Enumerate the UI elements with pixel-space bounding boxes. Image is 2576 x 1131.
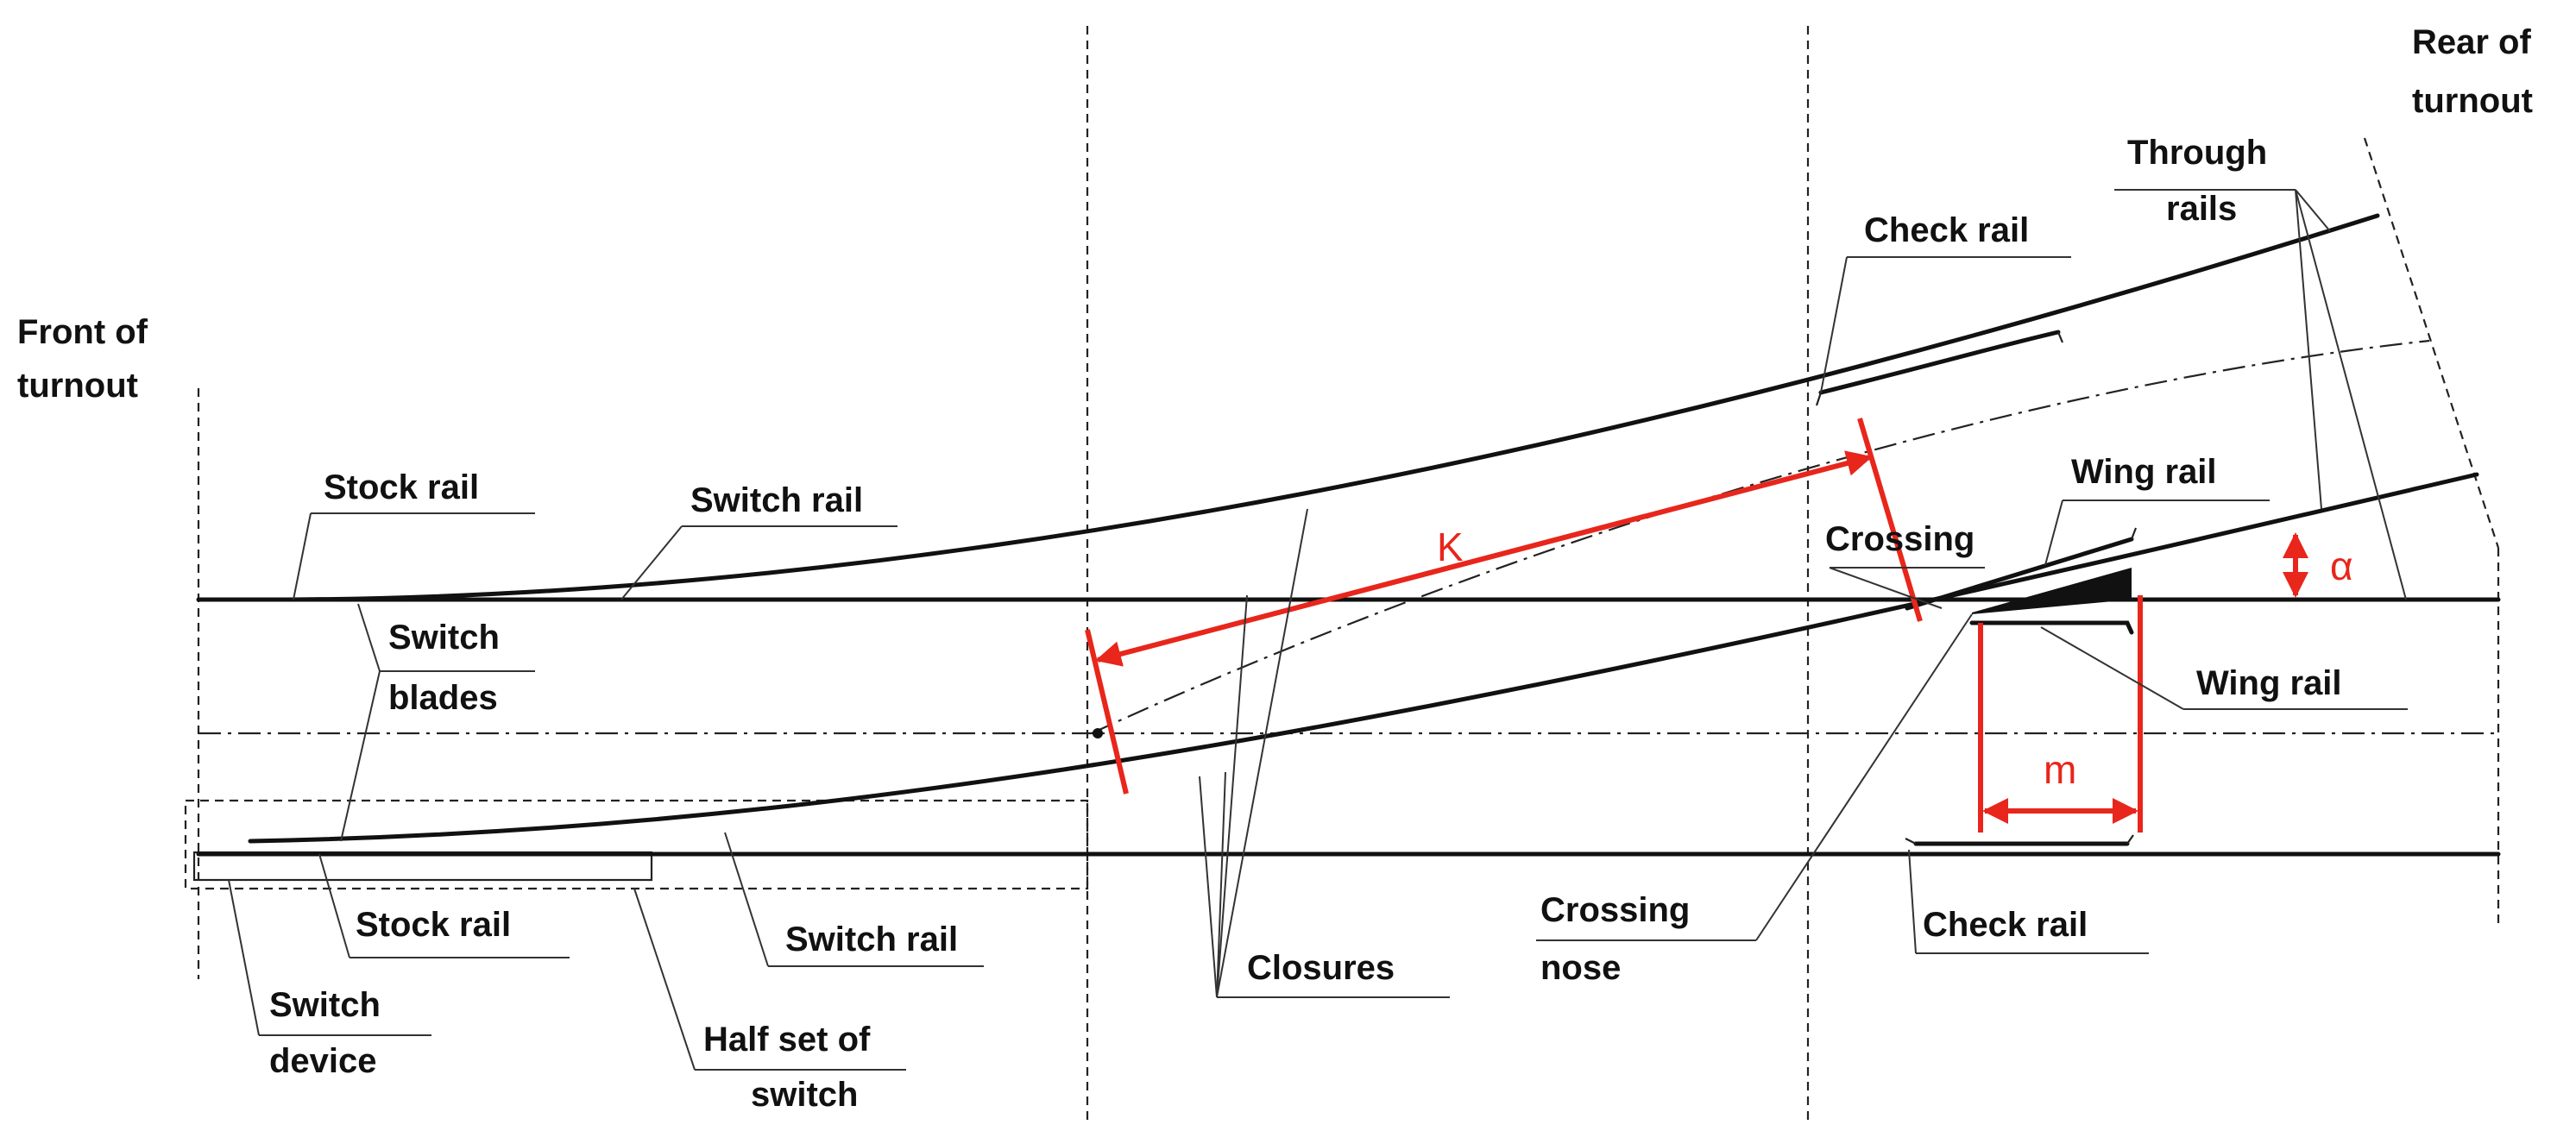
wing-rail-upper xyxy=(1905,537,2134,611)
closures-leader-2 xyxy=(1216,594,1248,998)
wing-rail-upper-flare xyxy=(2130,527,2138,540)
crossing-leader xyxy=(1829,567,1943,609)
k-dimension-line xyxy=(1095,450,1873,667)
dimensions: K m α xyxy=(1085,418,2353,833)
closures-leader-4 xyxy=(1216,771,1226,998)
closures-label: Closures xyxy=(1247,949,1395,987)
half-set-label-line1: Half set of xyxy=(703,1021,871,1059)
switch-device-label-line2: device xyxy=(269,1042,377,1080)
check-rail-top-leader xyxy=(1820,256,1848,393)
rails xyxy=(196,213,2501,857)
through-rails-label-line1: Through xyxy=(2127,134,2267,172)
m-label: m xyxy=(2044,747,2076,792)
half-set-label-line2: switch xyxy=(751,1076,858,1114)
half-set-of-switch-outline xyxy=(184,799,1089,890)
closures-leader-3 xyxy=(1199,776,1218,998)
front-of-turnout-label-line1: Front of xyxy=(17,313,148,351)
lower-switch-rail-through-rail xyxy=(248,472,2479,844)
stock-rail-top-label: Stock rail xyxy=(324,468,479,506)
check-rail-lower-flare-right xyxy=(2126,834,2134,845)
crossing-nose-leader xyxy=(1755,613,1973,941)
front-of-turnout-label-line2: turnout xyxy=(17,367,138,405)
switch-device-outline xyxy=(192,851,653,882)
wing-rail-lower xyxy=(1969,620,2134,635)
switch-rail-bottom-label: Switch rail xyxy=(785,921,958,958)
rear-of-turnout-label-line2: turnout xyxy=(2412,82,2533,120)
through-rails-leader-to-main xyxy=(2295,189,2407,600)
labels: Front of turnout Rear of turnout Stock r… xyxy=(17,23,2533,1114)
rear-of-turnout-line-upper xyxy=(2363,137,2500,549)
switch-device-label-line1: Switch xyxy=(269,986,381,1024)
switch-blades-leader-top xyxy=(357,603,381,672)
rear-of-turnout-label-line1: Rear of xyxy=(2412,23,2531,61)
k-extension-left xyxy=(1085,629,1129,795)
switch-device-leader xyxy=(228,879,260,1036)
half-set-of-switch-box xyxy=(184,799,1089,890)
switch-rail-top-leader xyxy=(620,525,683,600)
leader-lines xyxy=(228,189,2408,1071)
switch-rail-top-label: Switch rail xyxy=(690,481,863,519)
wing-rail-right-leader xyxy=(2040,626,2184,710)
crossing-nose-label-line2: nose xyxy=(1540,949,1621,987)
check-rail-top-label: Check rail xyxy=(1864,211,2029,249)
closures-leader-1 xyxy=(1216,508,1308,998)
check-rail-upper-flare-left xyxy=(1815,392,1823,406)
switch-rail-bottom-leader xyxy=(724,832,769,967)
switch-blades-leader-bottom xyxy=(340,670,381,842)
k-label: K xyxy=(1437,525,1464,569)
through-rails-leader-to-lower xyxy=(2295,189,2322,510)
half-set-leader xyxy=(633,888,696,1071)
crossing-nose-label-line1: Crossing xyxy=(1540,891,1690,929)
centerlines xyxy=(198,339,2498,735)
crossing-label: Crossing xyxy=(1825,520,1975,558)
stock-rail-top-leader xyxy=(293,512,312,600)
switch-blades-label-line1: Switch xyxy=(388,619,500,657)
upper-switch-rail-through-rail xyxy=(291,213,2380,602)
wing-rail-top-label: Wing rail xyxy=(2071,453,2217,491)
check-rail-bottom-label: Check rail xyxy=(1923,906,2088,944)
check-rail-lower-flare-left xyxy=(1905,838,1917,845)
wing-rail-top-leader xyxy=(2044,500,2063,566)
alpha-label: α xyxy=(2330,544,2353,588)
check-rail-upper-flare xyxy=(2056,331,2064,343)
centerline-intersection-point xyxy=(1093,728,1103,738)
switch-blades-label-line2: blades xyxy=(388,679,498,717)
wing-rail-right-label: Wing rail xyxy=(2196,664,2342,702)
stock-rail-bottom-leader xyxy=(318,853,350,958)
crossing-nose-fill xyxy=(1972,568,2132,614)
check-rail-bottom-leader xyxy=(1908,849,1917,954)
stock-rail-bottom-label: Stock rail xyxy=(356,906,511,944)
through-rails-leader-to-upper xyxy=(2295,189,2331,232)
check-rail-upper xyxy=(1818,330,2061,395)
through-rails-label-line2: rails xyxy=(2166,190,2237,228)
